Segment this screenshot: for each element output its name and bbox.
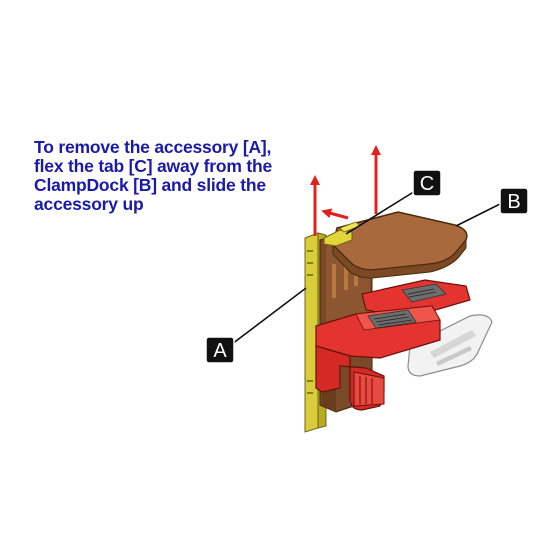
clampdock-top: [332, 211, 468, 279]
instruction-line: flex the tab [C] away from the: [34, 156, 273, 176]
callout-c-label: C: [420, 173, 434, 195]
motion-arrows: [310, 145, 381, 236]
leader-lines: [231, 187, 501, 345]
callout-c: C: [412, 169, 442, 197]
callout-b: B: [499, 187, 529, 215]
callout-b-label: B: [507, 191, 520, 213]
instruction-line: To remove the accessory [A],: [34, 137, 272, 157]
callout-a-label: A: [213, 340, 227, 362]
leader-c: [345, 187, 421, 235]
flex-tab-arrow: [321, 208, 349, 220]
callout-a: A: [205, 336, 235, 364]
instruction-line: accessory up: [34, 194, 144, 214]
leader-b: [455, 203, 501, 227]
red-accessory: [315, 279, 471, 411]
instruction-text: To remove the accessory [A], flex the ta…: [34, 138, 304, 214]
instruction-line: ClampDock [B] and slide the: [34, 175, 266, 195]
white-slide: [407, 314, 493, 377]
leader-a: [231, 287, 307, 345]
